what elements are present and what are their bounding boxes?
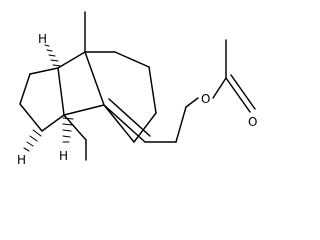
bond-alkene-2	[108, 98, 151, 137]
bond-c3-c12	[63, 114, 87, 141]
bond-c8-c9	[148, 66, 157, 114]
bond-ester-o-c	[212, 77, 227, 99]
bond-chain-2	[175, 106, 187, 143]
side-chain	[103, 39, 256, 143]
ester-oxygen-label: O	[201, 92, 210, 106]
atom-labels: H H H O O	[17, 32, 257, 167]
bond-carbonyl-1	[225, 77, 251, 113]
carbonyl-oxygen-label: O	[248, 115, 257, 129]
bond-c7-c8	[114, 51, 150, 68]
bond-chain-3	[185, 97, 199, 108]
bond-carbonyl-2	[230, 74, 256, 110]
skeletal-structure-diagram: H H H O O	[17, 11, 257, 167]
ring-system	[19, 11, 157, 161]
hydrogen-mid-label: H	[59, 149, 68, 163]
bond-c11-c3	[63, 104, 105, 116]
bond-c3-c4	[41, 114, 65, 132]
bond-c6-c11	[84, 51, 105, 106]
hydrogen-top-label: H	[38, 32, 47, 46]
hydrogen-left-label: H	[17, 153, 26, 167]
bond-c10-c11	[103, 104, 135, 143]
bond-c2-c6	[57, 51, 86, 69]
bond-c9-c10	[133, 112, 157, 143]
bond-alkene-1	[103, 104, 146, 143]
bond-c1-c2	[29, 67, 59, 75]
bond-c5-c1	[19, 73, 31, 105]
bond-c4-c5	[19, 103, 43, 132]
bond-c2-c3	[57, 67, 65, 116]
stereo-hashes	[23, 44, 74, 152]
